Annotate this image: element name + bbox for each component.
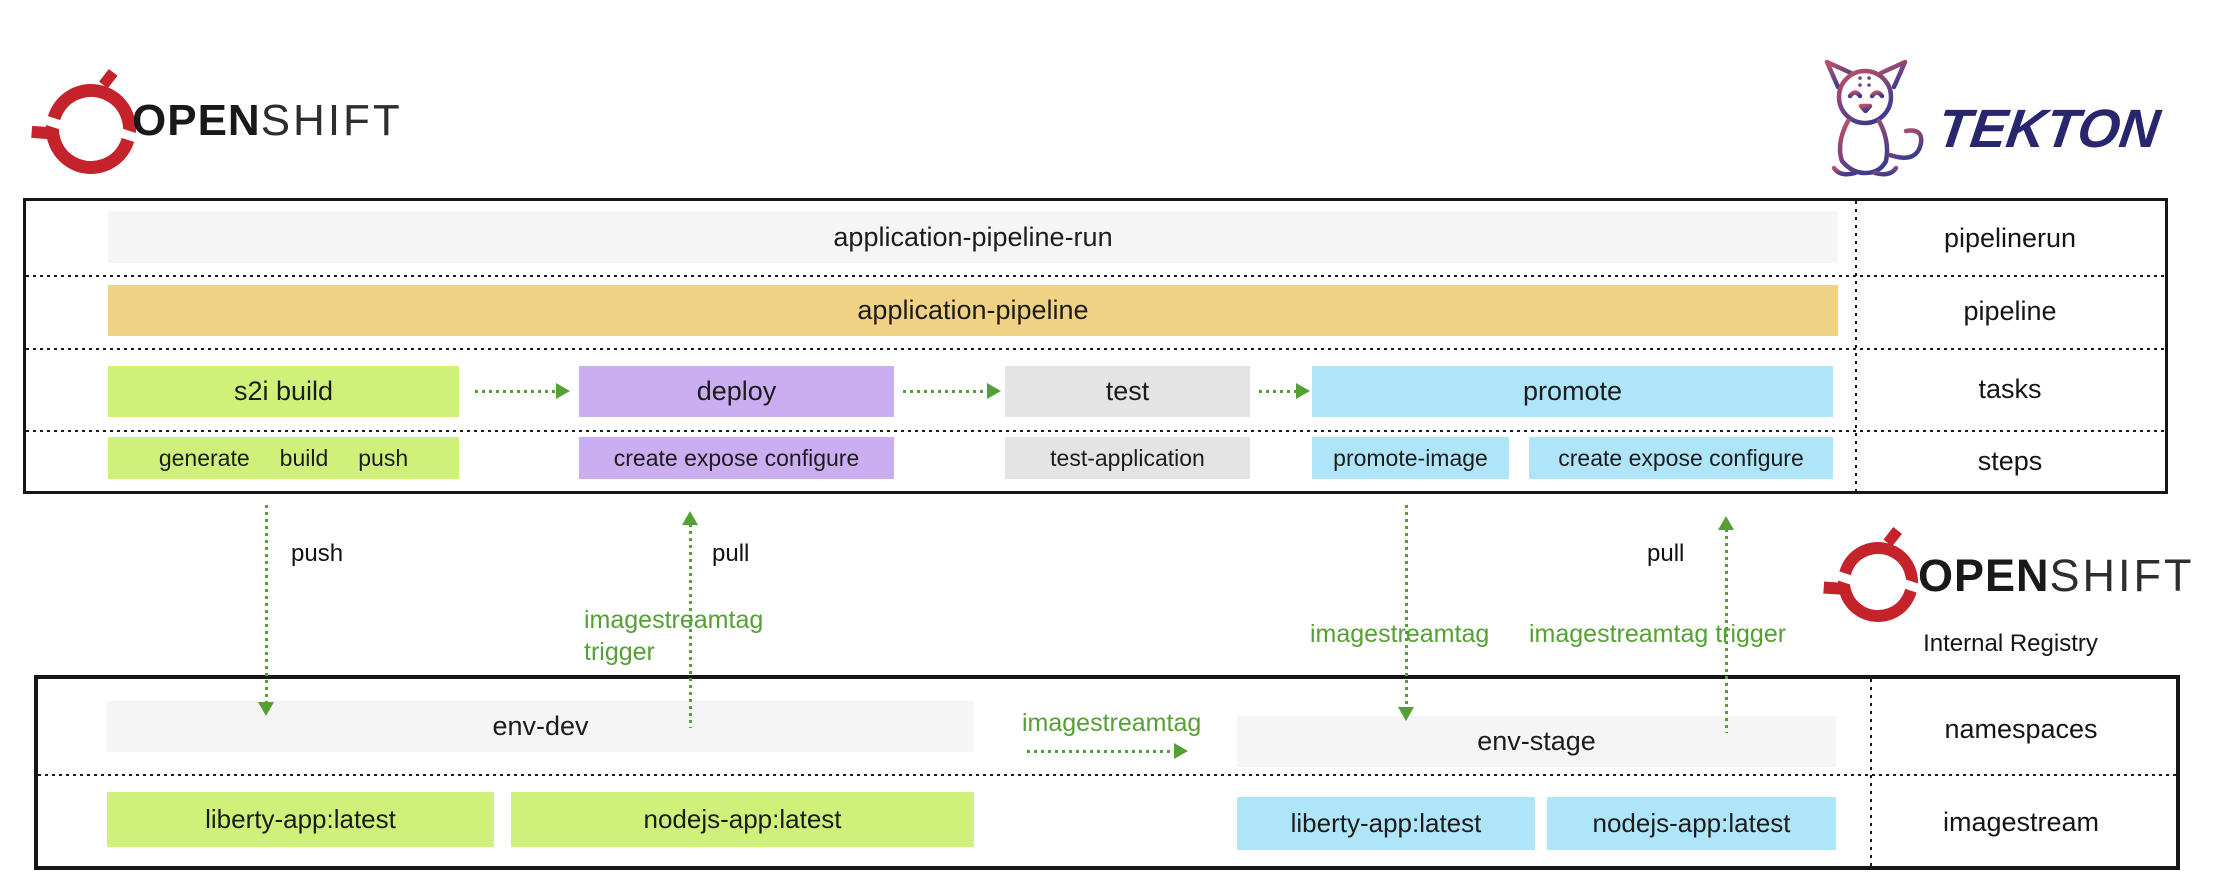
arrow-push-to-env-dev (258, 505, 274, 716)
label-line: imagestreamtag (584, 606, 764, 634)
step-label: promote-image (1333, 444, 1488, 471)
step-label: create expose configure (613, 444, 860, 471)
openshift-logo: OPENSHIFT (31, 69, 426, 186)
imagestreamtag-trigger-dev-label: imagestreamtag trigger (584, 604, 763, 668)
divider-tasks-steps (26, 430, 2165, 432)
row-label-separator (1855, 201, 1857, 491)
step-label: create expose configure (1558, 444, 1804, 471)
imagestream-stage-nodejs: nodejs-app:latest (1547, 797, 1836, 850)
openshift-registry-logo: OPENSHIFT Internal Registry (1823, 527, 2198, 660)
pipeline-bar: application-pipeline (108, 285, 1838, 336)
row-label-separator (1870, 679, 1872, 866)
task-label: promote (1522, 376, 1623, 406)
task-deploy: deploy (579, 366, 894, 417)
step-label: test-application (1050, 444, 1205, 471)
imagestream-label: nodejs-app:latest (1592, 808, 1791, 838)
namespace-env-dev: env-dev (107, 701, 974, 752)
pipelinerun-bar-label: application-pipeline-run (833, 221, 1113, 252)
pull-stage-label: pull (1647, 540, 1685, 567)
row-label-namespaces: namespaces (1944, 714, 2098, 744)
openshift-logo-text-bold: OPEN (1918, 550, 2050, 601)
task-s2i-build: s2i build (108, 366, 459, 417)
registry-box: env-dev env-stage liberty-app:latest nod… (34, 675, 2180, 870)
internal-registry-label: Internal Registry (1923, 630, 2098, 657)
row-label-tasks: tasks (1978, 374, 2042, 404)
pipeline-box: application-pipeline-run application-pip… (23, 198, 2168, 494)
pipeline-bar-label: application-pipeline (857, 295, 1089, 325)
divider-namespaces-imagestream (38, 774, 2176, 776)
openshift-logo-text-bold: OPEN (132, 96, 261, 145)
arrow-test-to-promote (1259, 383, 1310, 399)
imagestream-dev-liberty: liberty-app:latest (107, 792, 494, 847)
imagestreamtag-promote-label: imagestreamtag (1310, 620, 1490, 648)
row-label-steps: steps (1977, 446, 2043, 476)
imagestream-label: liberty-app:latest (1290, 808, 1482, 838)
namespace-label: env-stage (1477, 726, 1596, 756)
arrow-promote-image-to-env-stage (1398, 505, 1414, 721)
arrow-deploy-to-test (903, 383, 1001, 399)
row-label-pipeline: pipeline (1963, 296, 2057, 326)
tekton-wordmark: TEKTON (1933, 99, 2164, 159)
task-label: deploy (696, 376, 777, 406)
imagestream-stage-liberty: liberty-app:latest (1237, 797, 1535, 850)
steps-promote-cec: create expose configure (1529, 437, 1833, 479)
steps-promote-image: promote-image (1312, 437, 1509, 479)
arrow-pull-from-env-dev (682, 511, 698, 728)
task-label: s2i build (233, 376, 334, 406)
openshift-ring-icon (1823, 527, 1933, 633)
openshift-logo-text-light: SHIFT (260, 96, 403, 145)
openshift-logo-text-light: SHIFT (2049, 550, 2195, 601)
step-word: push (358, 444, 409, 471)
task-label: test (1105, 376, 1150, 406)
row-label-pipelinerun: pipelinerun (1943, 223, 2077, 253)
openshift-ring-icon (31, 69, 151, 186)
namespace-label: env-dev (492, 711, 589, 741)
imagestream-label: liberty-app:latest (205, 804, 396, 834)
divider-pipelinerun-pipeline (26, 275, 2165, 277)
steps-s2i-build: generate build push (108, 437, 459, 479)
tekton-cat-icon (1824, 59, 1924, 177)
step-word: generate (158, 444, 250, 471)
divider-pipeline-tasks (26, 348, 2165, 350)
imagestream-dev-nodejs: nodejs-app:latest (511, 792, 974, 847)
label-line: trigger (584, 638, 655, 666)
push-label: push (291, 540, 344, 567)
steps-deploy: create expose configure (579, 437, 894, 479)
arrow-env-dev-to-env-stage (1027, 743, 1188, 759)
pipelinerun-bar: application-pipeline-run (108, 211, 1838, 263)
row-label-imagestream: imagestream (1942, 807, 2100, 837)
imagestreamtag-trigger-stage-label: imagestreamtag trigger (1529, 620, 1787, 648)
task-promote: promote (1312, 366, 1833, 417)
imagestreamtag-stage-label: imagestreamtag (1022, 709, 1202, 737)
tekton-logo: TEKTON (1806, 52, 2206, 182)
step-word: build (279, 444, 329, 471)
namespace-env-stage: env-stage (1237, 716, 1836, 767)
task-test: test (1005, 366, 1250, 417)
pull-dev-label: pull (712, 540, 750, 567)
arrow-s2i-to-deploy (475, 383, 570, 399)
arrow-trigger-from-env-stage (1718, 516, 1734, 733)
imagestream-label: nodejs-app:latest (643, 804, 842, 834)
steps-test: test-application (1005, 437, 1250, 479)
